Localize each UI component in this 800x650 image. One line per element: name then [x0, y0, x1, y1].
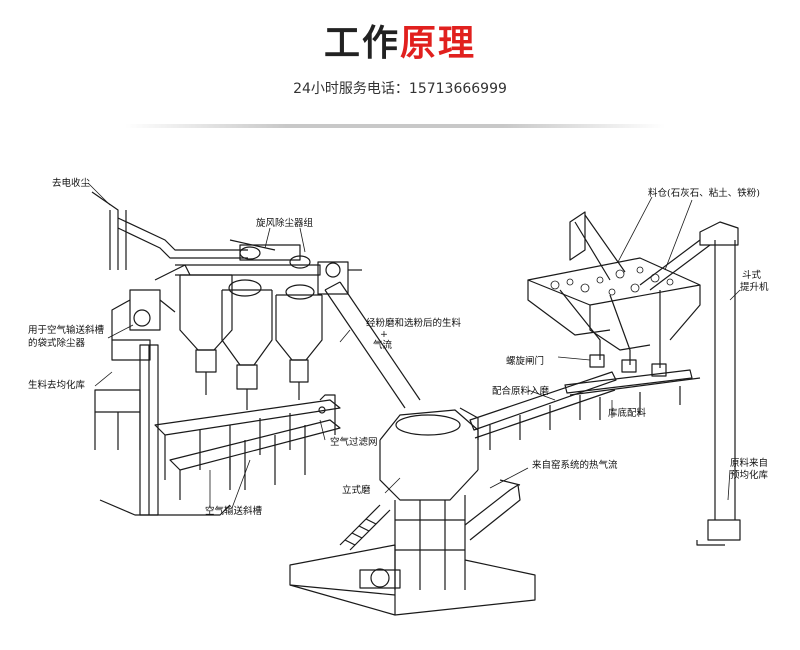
bucket-elevator — [696, 221, 741, 546]
label-bucket-line1: 斗式 — [742, 269, 762, 281]
label-raw-from-line1: 原料来自 — [730, 457, 768, 469]
label-ground-selected-line3: 气流 — [373, 339, 393, 351]
support-structure — [244, 425, 306, 490]
title-part-red: 原理 — [400, 23, 477, 64]
title-part-dark: 工作 — [323, 23, 400, 64]
bag-filter-unit — [111, 264, 191, 340]
label-ground-selected-line1: 经粉磨和选粉后的生料 — [366, 317, 462, 329]
label-batching-into-mill: 配合原料入磨 — [492, 385, 550, 397]
vertical-mill-process-diagram: 去电收尘 旋风除尘器组 用于空气输送斜槽 的袋式除尘器 生料去均化库 经粉磨和选… — [28, 177, 769, 616]
page-header: 工作原理 24小时服务电话：15713666999 — [0, 0, 800, 135]
raw-meal-silo-frame — [94, 339, 231, 516]
page-title: 工作原理 — [0, 22, 800, 66]
label-vertical-mill: 立式磨 — [342, 484, 371, 496]
label-silo: 料仓(石灰石、粘土、铁粉) — [648, 187, 760, 199]
mill-outlet-duct — [324, 281, 421, 409]
raw-material-silos — [527, 211, 711, 377]
label-air-slide: 空气输送斜槽 — [205, 505, 263, 517]
label-bottom-batching: 库底配料 — [608, 407, 647, 419]
label-kiln-hot-gas: 来自窑系统的热气流 — [532, 459, 618, 471]
label-ground-selected-line2: + — [380, 329, 388, 340]
label-cyclone-group: 旋风除尘器组 — [256, 217, 314, 229]
label-raw-to-homog: 生料去均化库 — [28, 379, 86, 391]
air-slide-conveyors — [154, 394, 341, 500]
leader-lines — [87, 182, 741, 509]
label-bag-filter-line1: 用于空气输送斜槽 — [28, 324, 105, 336]
label-screw-gate: 螺旋闸门 — [506, 355, 544, 367]
vertical-roller-mill — [289, 409, 536, 616]
label-dust-collect: 去电收尘 — [52, 177, 91, 189]
label-raw-from-line2: 预均化库 — [730, 469, 769, 481]
header-divider — [125, 124, 665, 128]
label-air-filter-net: 空气过滤网 — [330, 436, 378, 448]
hot-gas-inlet-duct — [464, 479, 521, 541]
feed-belt-conveyor — [459, 371, 617, 450]
service-hotline: 24小时服务电话：15713666999 — [293, 81, 507, 97]
label-bag-filter-line2: 的袋式除尘器 — [28, 337, 86, 349]
cyclone-separator-group — [175, 244, 362, 410]
label-bucket-line2: 提升机 — [740, 281, 769, 293]
bottom-batching-feeders — [564, 369, 701, 420]
